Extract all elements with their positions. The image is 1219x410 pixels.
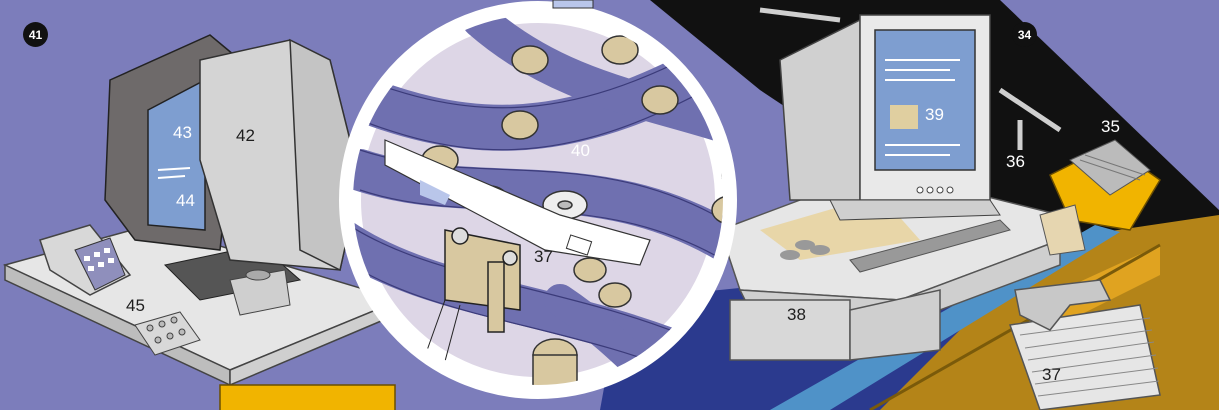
label-42: 42 [236,127,255,144]
label-40: 40 [571,142,590,159]
right-monitor [780,15,1000,220]
label-37-stack: 37 [1042,366,1061,383]
top-tab [553,0,593,8]
label-43: 43 [173,124,192,141]
step-badge-left: 41 [23,22,48,47]
left-monitor [105,35,360,270]
step-badge-right: 34 [1012,22,1037,47]
label-39: 39 [925,106,944,123]
label-35: 35 [1101,118,1120,135]
yellow-box [220,385,395,410]
label-44: 44 [176,192,195,209]
label-45: 45 [126,297,145,314]
label-38: 38 [787,306,806,323]
label-37-loupe: 37 [534,248,553,265]
label-36: 36 [1006,153,1025,170]
